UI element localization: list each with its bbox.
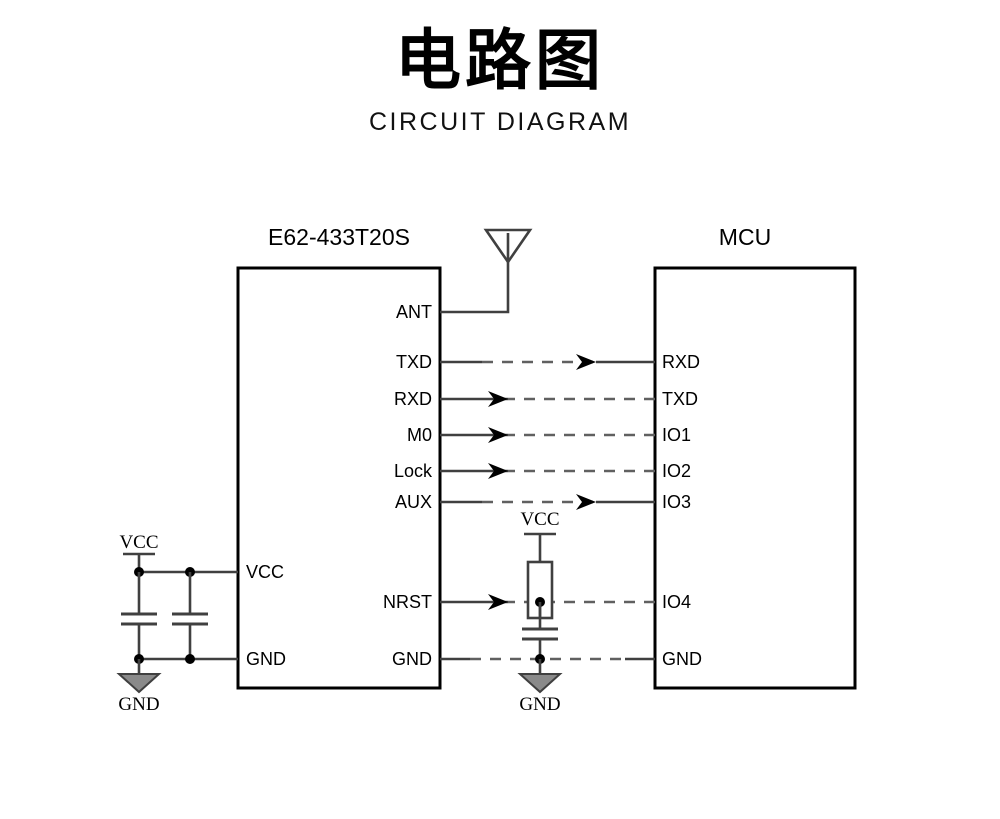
mcu-pin-label-gnd: GND: [662, 649, 702, 669]
pin-label-aux: AUX: [395, 492, 432, 512]
radio-module-title: E62-433T20S: [268, 224, 410, 250]
power-decoupling-network: VCC: [116, 532, 238, 715]
mcu-box[interactable]: [653, 266, 857, 690]
net-label-gnd-mid: GND: [519, 694, 560, 715]
page-title-chinese: 电路图: [395, 22, 605, 99]
junction-gnd-c2: [185, 654, 195, 664]
net-label-gnd-left: GND: [118, 694, 159, 715]
pin-label-nrst: NRST: [383, 592, 432, 612]
mcu-pin-label-rxd: RXD: [662, 352, 700, 372]
antenna-symbol: [440, 228, 533, 314]
mcu-pin-label-txd: TXD: [662, 389, 698, 409]
net-label-vcc-left: VCC: [119, 532, 158, 553]
pin-label-gnd-left: GND: [246, 649, 286, 669]
page-title-english: CIRCUIT DIAGRAM: [368, 108, 632, 136]
reset-network: VCC GND: [517, 509, 563, 715]
mcu-pin-label-io2: IO2: [662, 461, 691, 481]
mcu-pin-label-io1: IO1: [662, 425, 691, 445]
pin-label-lock: Lock: [394, 461, 433, 481]
mcu-pin-label-io4: IO4: [662, 592, 691, 612]
radio-module-block[interactable]: E62-433T20S ANT TXD RXD M0 Lock AUX NRST…: [236, 224, 442, 690]
pin-label-gnd-right: GND: [392, 649, 432, 669]
radio-module-box[interactable]: [236, 266, 442, 690]
gnd-symbol-mid: [517, 673, 563, 694]
pin-label-ant: ANT: [396, 302, 432, 322]
title-block: 电路图 CIRCUIT DIAGRAM: [0, 22, 1000, 138]
mcu-title: MCU: [719, 224, 771, 250]
pin-label-m0: M0: [407, 425, 432, 445]
mcu-block[interactable]: MCU RXD TXD IO1 IO2 IO3 IO4 GND: [653, 224, 857, 690]
resistor-r1: [526, 560, 554, 620]
gnd-symbol-left: [116, 673, 162, 694]
pin-label-txd: TXD: [396, 352, 432, 372]
mcu-pin-label-io3: IO3: [662, 492, 691, 512]
net-label-vcc-mid: VCC: [520, 509, 559, 530]
pin-label-rxd: RXD: [394, 389, 432, 409]
pin-label-vcc-left: VCC: [246, 562, 284, 582]
